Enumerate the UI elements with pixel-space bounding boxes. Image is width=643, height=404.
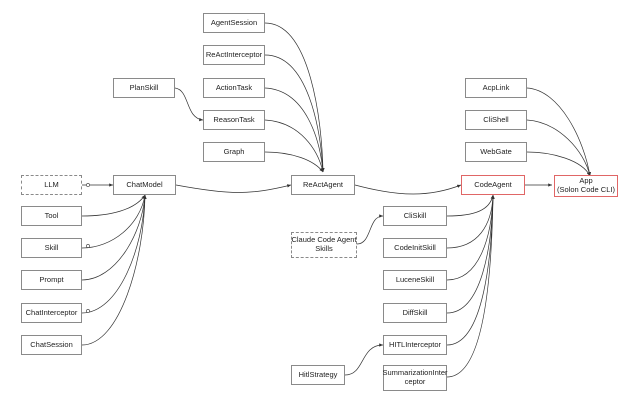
node-label: AcpLink bbox=[482, 82, 510, 92]
node-label: ReActInterceptor bbox=[205, 49, 263, 59]
edge-acplink-to-app bbox=[526, 87, 592, 177]
edge-summarization-to-codeagent bbox=[446, 194, 495, 378]
node-label: CliSkill bbox=[403, 210, 427, 220]
node-label: ChatInterceptor bbox=[25, 307, 78, 317]
node-label-line1: Claude Code Agent bbox=[291, 235, 357, 245]
edge-hitlstrategy-to-hitlinterceptor bbox=[344, 343, 384, 376]
node-label: LuceneSkill bbox=[395, 274, 435, 284]
node-label-line2: (Solon Code CLI) bbox=[557, 185, 615, 194]
node-label-line1: SummarizationInter bbox=[382, 368, 448, 378]
node-label: ReasonTask bbox=[213, 114, 255, 124]
node-hitl-strategy: HitlStrategy bbox=[291, 365, 345, 385]
node-label: DiffSkill bbox=[402, 307, 428, 317]
node-web-gate: WebGate bbox=[465, 142, 527, 162]
edge-claudeskills-to-cliskill bbox=[356, 214, 384, 245]
node-action-task: ActionTask bbox=[203, 78, 265, 98]
node-react-interceptor: ReActInterceptor bbox=[203, 45, 265, 65]
node-label-line2: ceptor bbox=[404, 377, 426, 386]
edge-diffskill-to-codeagent bbox=[446, 194, 495, 314]
edge-cliskill-to-codeagent bbox=[446, 194, 494, 217]
node-label: ChatSession bbox=[30, 339, 73, 349]
edge-reactinterceptor-to-reactagent bbox=[264, 54, 325, 173]
node-plan-skill: PlanSkill bbox=[113, 78, 175, 98]
node-label: Prompt bbox=[39, 274, 64, 284]
node-chat-session: ChatSession bbox=[21, 335, 82, 355]
node-label: ReActAgent bbox=[302, 179, 344, 189]
node-app: App (Solon Code CLI) bbox=[554, 175, 618, 197]
node-label-line1: App bbox=[579, 176, 593, 186]
edge-planskill-to-reasontask bbox=[174, 87, 204, 122]
node-react-agent: ReActAgent bbox=[291, 175, 355, 195]
node-graph: Graph bbox=[203, 142, 265, 162]
node-acp-link: AcpLink bbox=[465, 78, 527, 98]
edge-chatmodel-to-reactagent bbox=[175, 184, 292, 193]
edge-codeinitskill-to-codeagent bbox=[446, 194, 495, 249]
node-label: LLM bbox=[44, 179, 59, 189]
node-label: ChatModel bbox=[126, 179, 163, 189]
node-skill: Skill bbox=[21, 238, 82, 258]
node-label: HITLInterceptor bbox=[388, 339, 442, 349]
edge-tool-to-chatmodel bbox=[81, 194, 146, 217]
node-label: ActionTask bbox=[215, 82, 253, 92]
node-claude-code-agent-skills: Claude Code Agent Skills bbox=[291, 232, 357, 258]
edge-hitlinterceptor-to-codeagent bbox=[446, 194, 495, 346]
edge-reasontask-to-reactagent bbox=[264, 119, 324, 173]
edge-reactagent-to-codeagent bbox=[354, 184, 462, 195]
node-label: Graph bbox=[223, 146, 245, 156]
node-label: Skill bbox=[44, 242, 59, 252]
node-agent-session: AgentSession bbox=[203, 13, 265, 33]
node-tool: Tool bbox=[21, 206, 82, 226]
node-diff-skill: DiffSkill bbox=[383, 303, 447, 323]
node-hitl-interceptor: HITLInterceptor bbox=[383, 335, 447, 355]
node-label-line2: Skills bbox=[315, 244, 333, 253]
node-cli-skill: CliSkill bbox=[383, 206, 447, 226]
edge-graph-to-reactagent bbox=[264, 151, 324, 173]
node-label: Tool bbox=[44, 210, 59, 220]
node-label: CodeAgent bbox=[474, 179, 512, 189]
node-prompt: Prompt bbox=[21, 270, 82, 290]
edge-clishell-to-app bbox=[526, 119, 591, 177]
node-lucene-skill: LuceneSkill bbox=[383, 270, 447, 290]
edge-chatsession-to-chatmodel bbox=[81, 194, 147, 346]
node-cli-shell: CliShell bbox=[465, 110, 527, 130]
edge-luceneskill-to-codeagent bbox=[446, 194, 495, 281]
edge-actiontask-to-reactagent bbox=[264, 87, 325, 173]
node-label: HitlStrategy bbox=[298, 369, 338, 379]
edge-skill-to-chatmodel bbox=[81, 194, 147, 249]
node-chat-interceptor: ChatInterceptor bbox=[21, 303, 82, 323]
node-label: AgentSession bbox=[210, 17, 258, 27]
node-summarization-interceptor: SummarizationInter ceptor bbox=[382, 365, 448, 391]
node-chat-model: ChatModel bbox=[113, 175, 176, 195]
node-reason-task: ReasonTask bbox=[203, 110, 265, 130]
node-label: WebGate bbox=[480, 146, 512, 156]
node-code-init-skill: CodeInitSkill bbox=[383, 238, 447, 258]
edge-webgate-to-app bbox=[526, 151, 591, 177]
node-llm: LLM bbox=[21, 175, 82, 195]
node-label: PlanSkill bbox=[129, 82, 159, 92]
node-code-agent: CodeAgent bbox=[461, 175, 525, 195]
edge-prompt-to-chatmodel bbox=[81, 194, 147, 281]
node-label: CliShell bbox=[483, 114, 509, 124]
node-label: CodeInitSkill bbox=[394, 242, 436, 252]
